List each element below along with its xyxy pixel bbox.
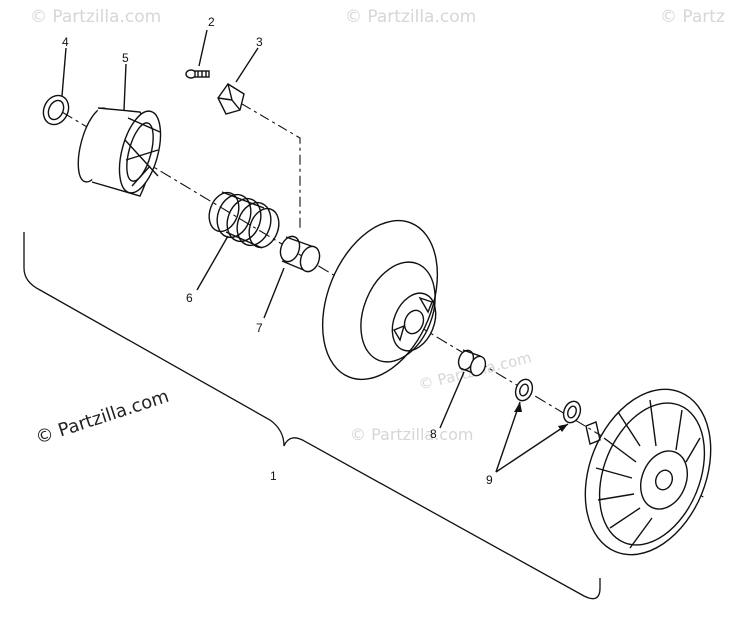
nut-leader-line <box>241 103 301 228</box>
watermark-top-left: © Partzilla.com <box>30 7 161 27</box>
callout-7: 7 <box>256 321 263 335</box>
washer-parts <box>514 378 582 424</box>
screw-part <box>185 69 210 79</box>
leader-5 <box>123 63 127 111</box>
leader-7 <box>263 267 285 319</box>
leader-9b <box>495 423 569 473</box>
spacer-part <box>457 349 487 377</box>
snap-ring-part <box>42 94 70 126</box>
nut-part <box>217 83 245 115</box>
watermark-center: © Partzilla.com <box>350 425 473 444</box>
watermark-main: © Partzilla.com <box>33 386 172 449</box>
callout-1: 1 <box>270 469 277 483</box>
spring-part <box>208 191 280 249</box>
leader-6 <box>196 235 229 291</box>
watermark-top-right: © Partz <box>660 7 725 27</box>
stationary-sheave-part <box>584 388 712 556</box>
callout-3: 3 <box>256 35 263 49</box>
callout-8: 8 <box>430 427 437 441</box>
bushing-part <box>279 235 321 273</box>
callout-6: 6 <box>186 291 193 305</box>
leader-3 <box>235 47 259 83</box>
leader-4 <box>61 47 67 97</box>
moveable-sheave-part <box>321 219 439 381</box>
callout-9: 9 <box>486 473 493 487</box>
assembly-brace <box>23 232 601 600</box>
leader-9a <box>495 401 521 473</box>
arrowhead-9a <box>514 402 522 412</box>
leader-8 <box>439 371 465 429</box>
watermark-top-center: © Partzilla.com <box>345 7 476 27</box>
callout-4: 4 <box>62 35 69 49</box>
leader-2 <box>198 29 208 67</box>
arrowhead-9b <box>558 424 568 432</box>
callout-2: 2 <box>208 15 215 29</box>
callout-5: 5 <box>122 51 129 65</box>
helix-cam-part <box>77 107 162 197</box>
